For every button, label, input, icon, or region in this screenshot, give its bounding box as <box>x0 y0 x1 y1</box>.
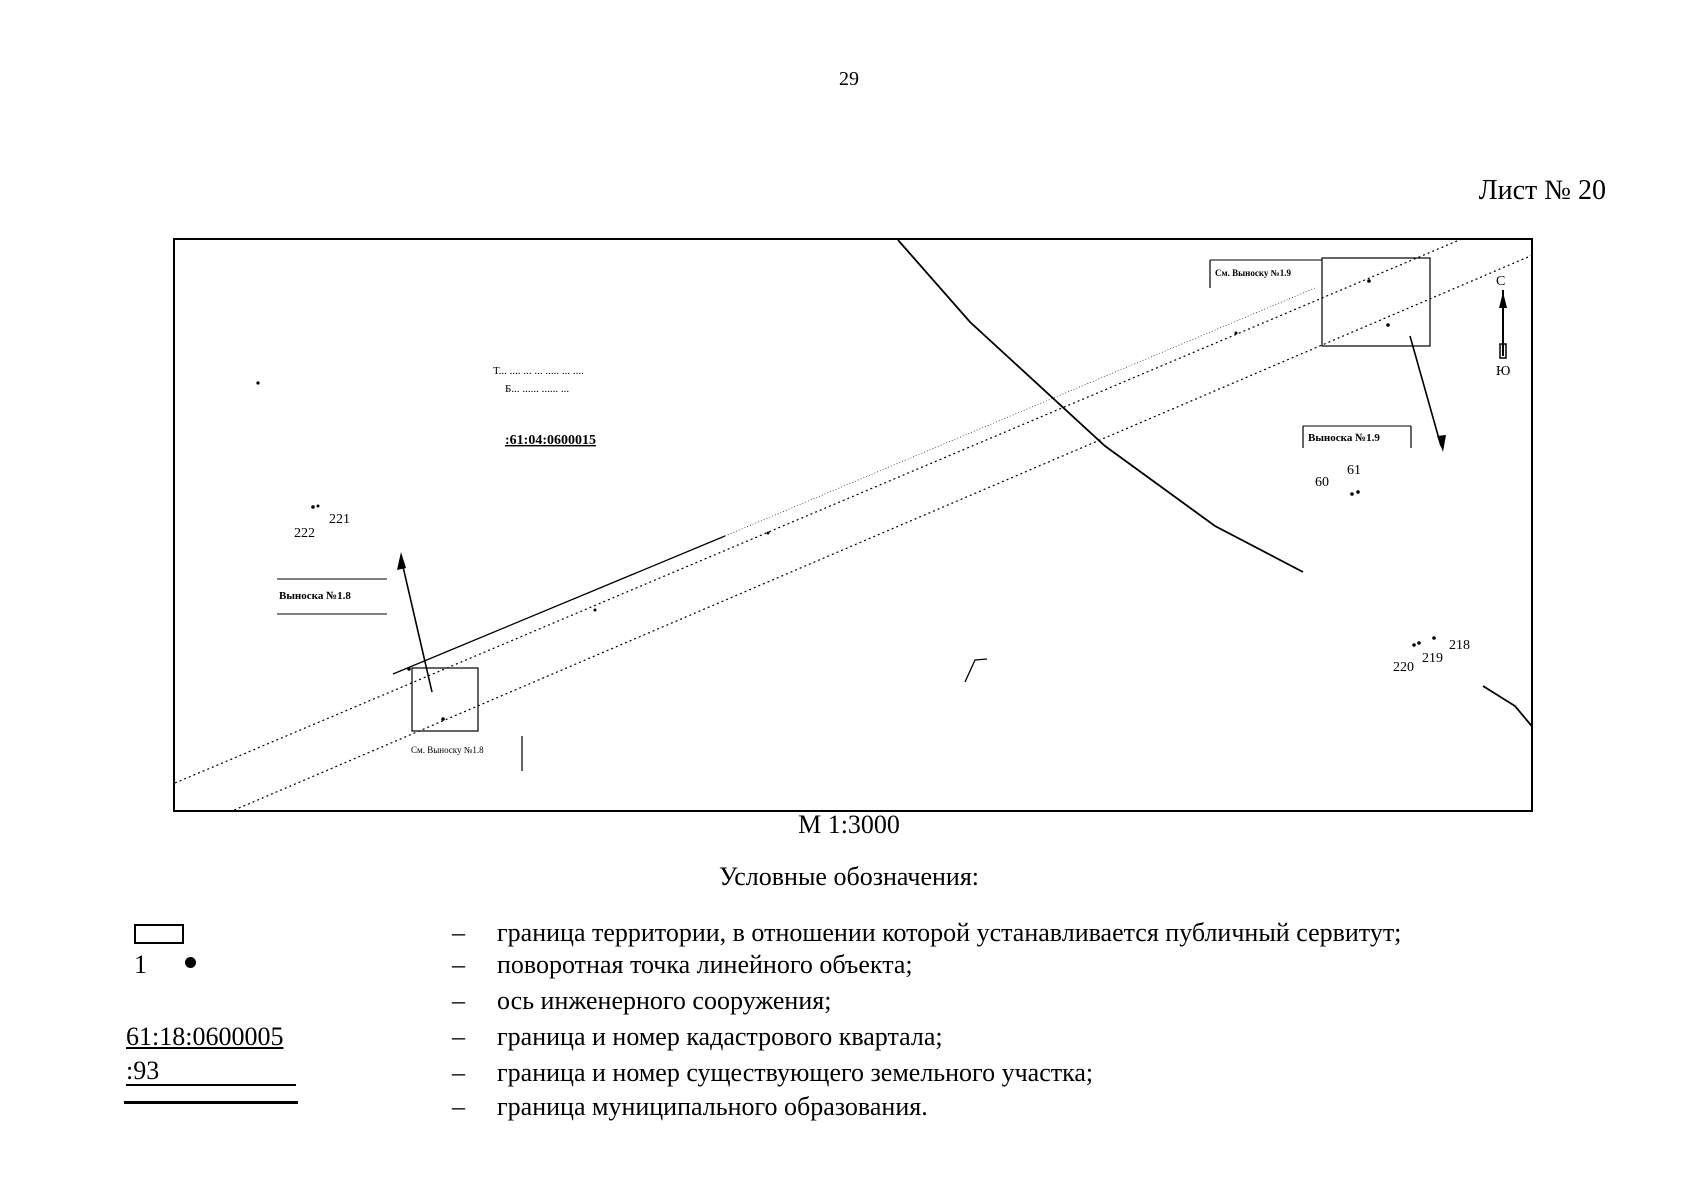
legend-parcel-example: :93 <box>126 1058 296 1086</box>
turning-point <box>311 505 315 509</box>
legend-item-municipal-boundary: граница муниципального образования. <box>497 1092 928 1121</box>
parcel-fragment <box>964 658 988 683</box>
callout-arrow-1-8 <box>400 557 433 693</box>
callout-arrow-1-8-head <box>397 552 406 570</box>
callout-1-8-label: Выноска №1.8 <box>279 590 351 602</box>
legend-dash: – <box>452 986 465 1015</box>
quarter-caption-line2: Б... ...... ...... ... <box>505 383 569 395</box>
servitude-boundary-lower <box>232 255 1531 810</box>
turning-point <box>316 504 320 508</box>
turning-point <box>1350 492 1354 496</box>
legend-dash: – <box>452 950 465 979</box>
turning-point <box>1234 331 1238 335</box>
map-drawing: Выноска №1.8 См. Выноску №1.8 См. Выноск… <box>175 240 1531 810</box>
legend-item-structure-axis: ось инженерного сооружения; <box>497 986 832 1015</box>
scale-label: М 1:3000 <box>798 810 900 839</box>
point-label-60: 60 <box>1315 475 1329 490</box>
turning-point <box>407 667 411 671</box>
quarter-number: :61:04:0600015 <box>505 433 596 448</box>
turning-point <box>1356 490 1360 494</box>
structure-axis <box>392 535 726 675</box>
point-label-219: 219 <box>1422 651 1443 666</box>
callout-1-8-box-label: См. Выноску №1.8 <box>411 745 484 755</box>
turning-point <box>1386 323 1390 327</box>
callout-arrow-1-9-head <box>1437 435 1446 452</box>
turning-point <box>1412 643 1416 647</box>
legend-item-cadastral-quarter: граница и номер кадастрового квартала; <box>497 1022 943 1051</box>
callout-1-9-label: Выноска №1.9 <box>1308 432 1380 444</box>
map-frame: Выноска №1.8 См. Выноску №1.8 См. Выноск… <box>173 238 1533 812</box>
quarter-caption-line1: Т... .... ... ... ..... ... .... <box>493 365 584 377</box>
legend-dash: – <box>452 1092 465 1121</box>
north-label: С <box>1496 274 1505 289</box>
turning-point <box>766 531 770 535</box>
sheet-title: Лист № 20 <box>1478 175 1606 206</box>
turning-point <box>1417 641 1421 645</box>
legend-servitude-symbol <box>134 924 184 944</box>
turning-point <box>256 381 260 385</box>
turning-point <box>1432 636 1436 640</box>
south-label: Ю <box>1496 364 1510 379</box>
north-arrow-icon: С Ю <box>1496 274 1510 379</box>
turning-point <box>593 608 597 612</box>
point-label-222: 222 <box>294 526 315 541</box>
servitude-rect-1-8 <box>411 667 479 732</box>
point-label-218: 218 <box>1449 638 1470 653</box>
legend-item-turning-point: поворотная точка линейного объекта; <box>497 950 913 979</box>
legend-title: Условные обозначения: <box>718 862 980 891</box>
legend-item-land-parcel: граница и номер существующего земельного… <box>497 1058 1094 1087</box>
callout-1-9-box-label: См. Выноску №1.9 <box>1215 268 1291 278</box>
servitude-boundary-upper <box>175 240 1461 784</box>
legend-item-servitude: граница территории, в отношении которой … <box>497 918 1402 947</box>
structure-axis-2 <box>724 287 1316 537</box>
legend-point-dot-icon <box>185 957 196 968</box>
point-label-220: 220 <box>1393 660 1414 675</box>
municipal-boundary <box>897 240 1304 573</box>
municipal-boundary-se <box>1482 685 1531 727</box>
legend-dash: – <box>452 1022 465 1051</box>
page-number: 29 <box>839 68 859 90</box>
callout-arrow-1-9 <box>1409 335 1442 447</box>
point-label-61: 61 <box>1347 463 1361 478</box>
servitude-rect-1-9 <box>1321 257 1431 347</box>
point-label-221: 221 <box>329 512 350 527</box>
legend-point-number: 1 <box>134 950 147 979</box>
legend-municipal-line-symbol <box>124 1101 298 1104</box>
legend-dash: – <box>452 918 465 947</box>
turning-point <box>441 717 445 721</box>
legend-quarter-example: 61:18:0600005 <box>126 1022 284 1051</box>
turning-point <box>1367 279 1371 283</box>
legend-dash: – <box>452 1058 465 1087</box>
